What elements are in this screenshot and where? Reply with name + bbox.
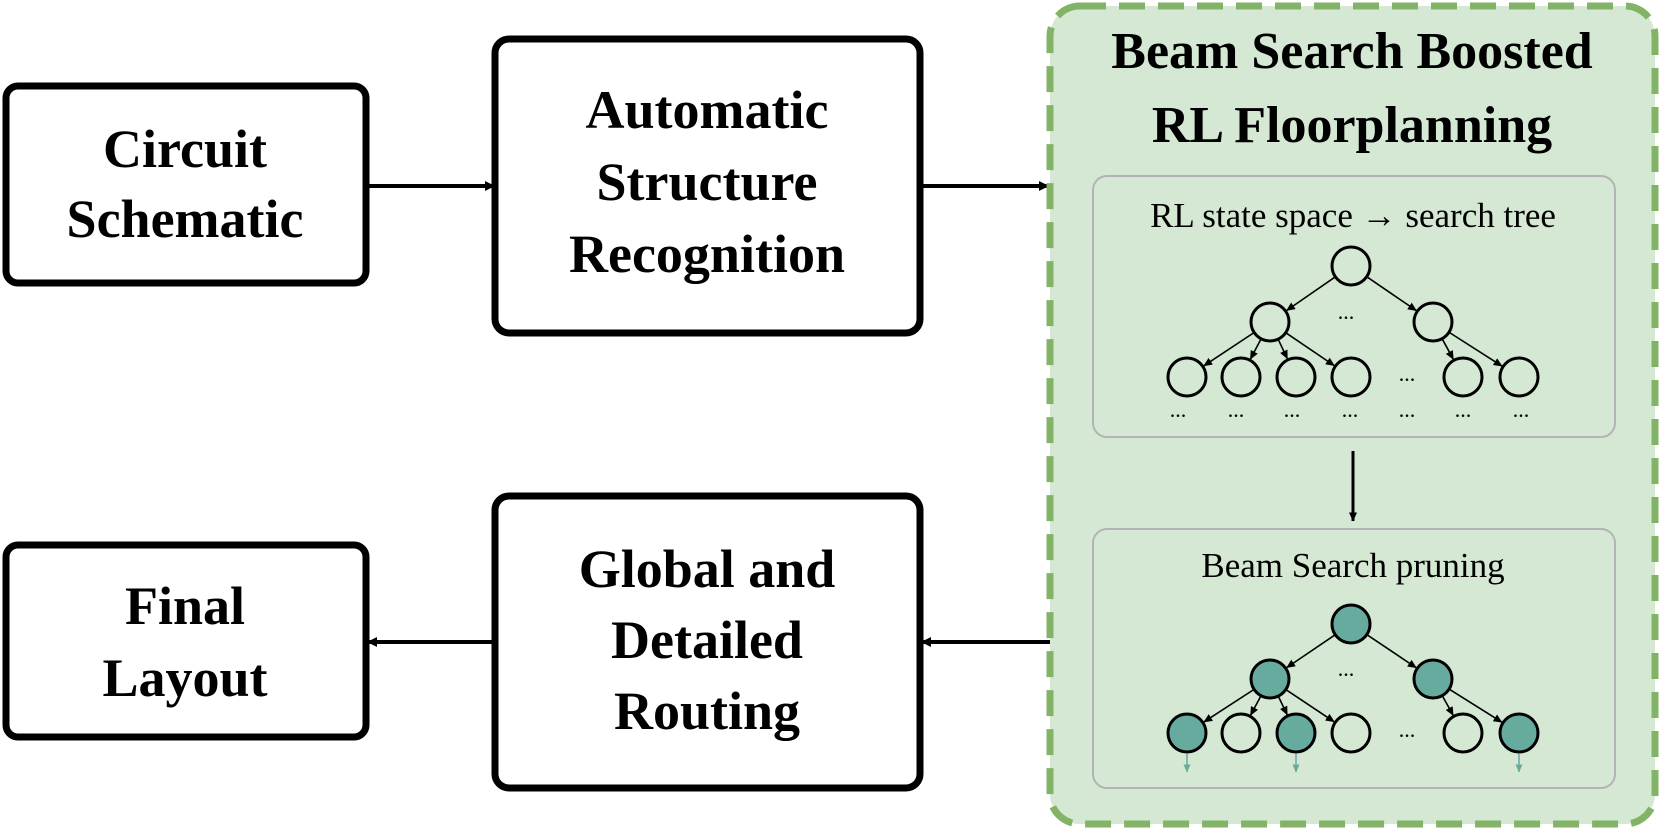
search-tree-edge — [1366, 276, 1417, 312]
beam-tree-leaf-2-node — [1220, 712, 1262, 754]
floorplanning-panel-frame — [1046, 2, 1659, 828]
panel-title-line-1: Beam Search Boosted — [1111, 23, 1593, 80]
search-tree-leaf-ellipsis: ... — [1399, 361, 1416, 386]
search-tree-edge — [1441, 338, 1455, 360]
final-layout-box: Final Layout — [2, 541, 370, 741]
beam-tree-edge — [1203, 688, 1255, 723]
structure-recognition-line-3: Recognition — [569, 224, 845, 284]
beam-search-tree: ...... — [1166, 603, 1540, 773]
search-tree-leaf-6-node — [1498, 356, 1540, 398]
beam-tree-edge — [1286, 634, 1336, 669]
search-tree-bottom-ellipsis: ... — [1284, 397, 1301, 422]
circuit-schematic-line-1: Circuit — [103, 119, 267, 179]
structure-recognition-box: Automatic Structure Recognition — [491, 35, 924, 337]
search-tree-bottom-ellipsis: ... — [1399, 397, 1416, 422]
search-tree-leaf-3-node — [1275, 356, 1317, 398]
beam-tree-leaf-3-node — [1275, 712, 1317, 754]
structure-recognition-line-1: Automatic — [586, 80, 829, 140]
search-tree-edge — [1285, 332, 1335, 367]
beam-search-subpanel: Beam Search pruning ...... — [1092, 528, 1616, 789]
search-tree-frame — [1092, 175, 1616, 438]
beam-search-frame — [1092, 528, 1616, 789]
beam-tree-leaf-ellipsis: ... — [1399, 717, 1416, 742]
search-tree-bottom-ellipsis: ... — [1513, 397, 1530, 422]
beam-tree-leaf-5-node — [1442, 712, 1484, 754]
routing-line-1: Global and — [579, 539, 836, 599]
structure-recognition-line-2: Structure — [597, 152, 818, 212]
search-tree-left-child-node — [1249, 301, 1291, 343]
search-tree-edge — [1448, 331, 1503, 367]
beam-tree-edge — [1277, 695, 1289, 716]
search-tree-root-node — [1330, 245, 1372, 287]
search-tree-bottom-ellipsis: ... — [1455, 397, 1472, 422]
beam-tree-leaf-6-node — [1498, 712, 1540, 754]
circuit-schematic-line-2: Schematic — [67, 189, 304, 249]
final-layout-line-1: Final — [125, 576, 245, 636]
beam-tree-edge — [1249, 695, 1262, 716]
routing-line-2: Detailed — [611, 610, 803, 670]
search-tree-edge — [1203, 331, 1255, 367]
search-tree-bottom-ellipsis: ... — [1342, 397, 1359, 422]
search-tree-bottom-ellipsis: ... — [1170, 397, 1187, 422]
beam-tree-leaf-4-node — [1330, 712, 1372, 754]
beam-tree-left-child-node — [1249, 658, 1291, 700]
search-tree-edge — [1285, 276, 1336, 312]
routing-box: Global and Detailed Routing — [491, 492, 924, 792]
final-layout-line-2: Layout — [102, 648, 267, 708]
search-tree: ........................... — [1166, 245, 1540, 422]
search-tree-leaf-4-node — [1330, 356, 1372, 398]
beam-tree-leaf-1-node — [1166, 712, 1208, 754]
floorplanning-panel: Beam Search Boosted RL Floorplanning — [1046, 2, 1659, 828]
beam-tree-middle-ellipsis: ... — [1338, 656, 1355, 681]
beam-tree-root-node — [1330, 603, 1372, 645]
circuit-schematic-box: Circuit Schematic — [2, 82, 370, 287]
search-tree-leaf-5-node — [1442, 356, 1484, 398]
search-tree-leaf-2-node — [1220, 356, 1262, 398]
panel-title-line-2: RL Floorplanning — [1152, 97, 1552, 154]
beam-search-label: Beam Search pruning — [1201, 546, 1504, 585]
search-tree-edge — [1277, 338, 1289, 360]
search-tree-leaf-1-node — [1166, 356, 1208, 398]
beam-tree-edge — [1441, 695, 1454, 716]
routing-line-3: Routing — [614, 681, 800, 741]
search-tree-middle-ellipsis: ... — [1338, 299, 1355, 324]
beam-tree-edge — [1285, 688, 1335, 723]
search-tree-edge — [1249, 338, 1262, 360]
beam-tree-edge — [1366, 633, 1417, 669]
search-tree-bottom-ellipsis: ... — [1228, 397, 1245, 422]
beam-tree-edge — [1448, 688, 1503, 724]
search-tree-right-child-node — [1412, 301, 1454, 343]
search-tree-subpanel: RL state space → search tree ...........… — [1092, 175, 1616, 438]
beam-tree-right-child-node — [1412, 658, 1454, 700]
search-tree-label: RL state space → search tree — [1150, 196, 1556, 235]
